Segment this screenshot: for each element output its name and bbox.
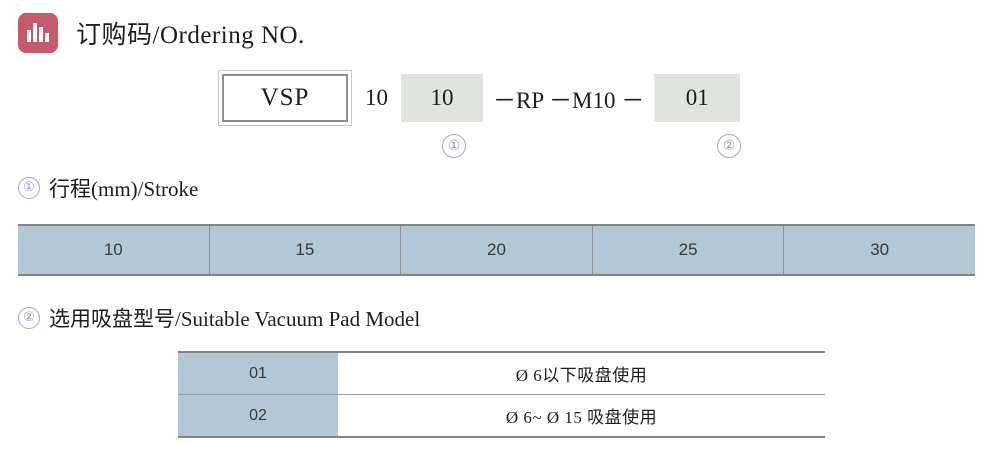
stroke-cell[interactable]: 30: [870, 240, 890, 259]
section-title-stroke: 行程(mm)/Stroke: [49, 177, 199, 201]
section-title-pad-model: 选用吸盘型号/Suitable Vacuum Pad Model: [49, 307, 421, 331]
ordering-code-pad-chip[interactable]: 01: [654, 74, 741, 122]
section-marker-1: ①: [18, 177, 40, 199]
pad-model-description: Ø 6~ Ø 15 吸盘使用: [338, 395, 825, 436]
bar-chart-icon: [18, 13, 58, 53]
page-title: 订购码/Ordering NO.: [76, 22, 305, 49]
pad-model-code: 01: [178, 353, 338, 394]
section-marker-2: ②: [18, 307, 40, 329]
ordering-code-prefix-label: VSP: [260, 84, 310, 111]
table-row[interactable]: 02 Ø 6~ Ø 15 吸盘使用: [178, 395, 825, 436]
table-row[interactable]: 01 Ø 6以下吸盘使用: [178, 353, 825, 395]
section-heading-stroke: ① 行程(mm)/Stroke: [18, 173, 198, 203]
marker-circle-1: ①: [442, 134, 466, 158]
pad-model-code: 02: [178, 395, 338, 436]
ordering-code-row: VSP 10 10 －RP －M10 － 01: [218, 70, 741, 126]
stroke-cell[interactable]: 15: [210, 226, 402, 274]
bar-chart-bars: [27, 23, 49, 42]
stroke-cell[interactable]: 20: [401, 226, 593, 274]
ordering-code-prefix-box: VSP: [218, 70, 352, 126]
stroke-table: 10 15 20 25 30: [18, 224, 975, 276]
ordering-code-separator: －RP －M10 －: [493, 88, 645, 113]
pad-model-description: Ø 6以下吸盘使用: [338, 353, 825, 394]
marker-circle-2: ②: [717, 134, 741, 158]
stroke-cell[interactable]: 10: [18, 226, 210, 274]
page-header: 订购码/Ordering NO.: [18, 13, 305, 53]
ordering-code-segment-10: 10: [365, 85, 388, 110]
ordering-code-prefix-inner: VSP: [222, 74, 348, 122]
pad-model-table: 01 Ø 6以下吸盘使用 02 Ø 6~ Ø 15 吸盘使用: [178, 351, 825, 438]
ordering-code-stroke-chip[interactable]: 10: [401, 74, 483, 122]
stroke-cell[interactable]: 25: [593, 226, 785, 274]
ordering-code-markers: ① ②: [0, 134, 993, 160]
section-heading-pad-model: ② 选用吸盘型号/Suitable Vacuum Pad Model: [18, 303, 420, 333]
